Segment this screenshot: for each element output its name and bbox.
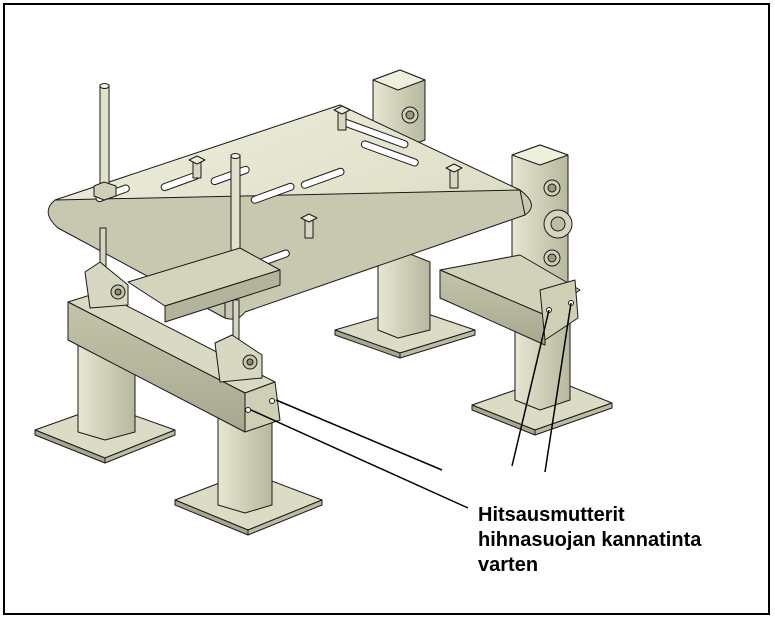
leader-line-3 (511, 309, 550, 467)
clevis-bracket-right (214, 334, 263, 383)
pivot-pin (543, 209, 573, 239)
weld-nut-annotation: Hitsausmutterit hihnasuojan kannatinta v… (478, 503, 768, 578)
foot-plate-front-left (34, 321, 176, 464)
threaded-rod-left (93, 83, 117, 201)
annotation-line-3: varten (478, 554, 539, 576)
hex-bolt-3 (300, 213, 318, 239)
annotation-line-1: Hitsausmutterit (478, 504, 625, 526)
leader-line-1 (275, 399, 443, 471)
hex-bolt-1 (188, 155, 206, 179)
leader-line-4 (544, 302, 572, 473)
annotation-line-2: hihnasuojan kannatinta (478, 529, 702, 551)
clevis-bracket-left (84, 261, 129, 309)
leader-lines (250, 302, 572, 509)
hex-bolt-2 (333, 105, 351, 131)
foot-plate-front-center (174, 401, 323, 536)
hex-bolt-4 (445, 163, 463, 189)
leader-line-2 (250, 409, 469, 509)
foot-plate-back-center (334, 253, 476, 359)
cross-beam-right (439, 254, 581, 346)
middle-beam (127, 247, 281, 323)
